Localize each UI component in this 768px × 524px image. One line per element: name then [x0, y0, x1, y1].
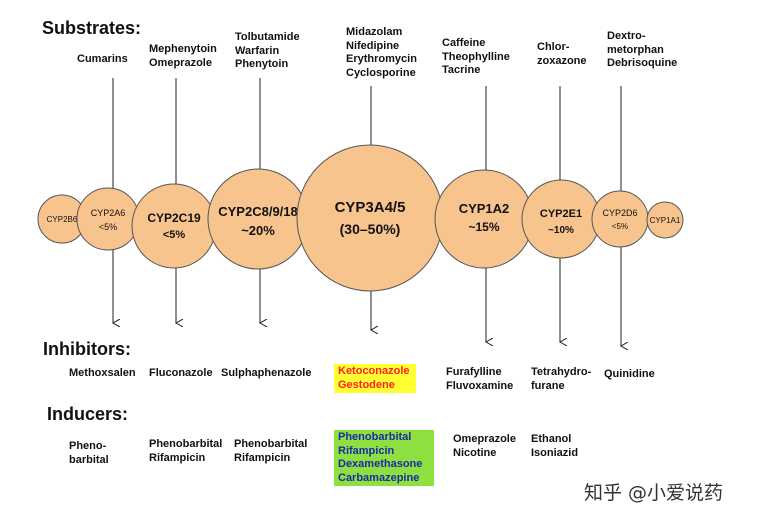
enzyme-name: CYP2A6	[91, 208, 126, 218]
enzyme-share: <5%	[163, 229, 186, 241]
substrate-item: Theophylline	[442, 50, 510, 63]
substrate-list-cyp2c8: Tolbutamide Warfarin Phenytoin	[235, 31, 300, 72]
substrate-item: Dextro-	[607, 30, 646, 42]
inhibitor-list-cyp1a2: Furafylline Fluvoxamine	[446, 366, 513, 393]
inducer-list-cyp2e1: Ethanol Isoniazid	[531, 433, 578, 460]
inhibitor-item: Sulphaphenazole	[221, 367, 312, 379]
inducer-item: Rifampicin	[149, 451, 206, 464]
substrate-item: Tacrine	[442, 64, 481, 76]
inhibitor-list-cyp3a4: Ketoconazole Gestodene	[334, 364, 416, 393]
substrate-list-cyp1a2: Caffeine Theophylline Tacrine	[442, 37, 510, 78]
enzyme-share: <5%	[99, 222, 117, 232]
substrates-heading: Substrates:	[42, 18, 142, 38]
inhibitor-list-cyp2d6: Quinidine	[604, 368, 655, 382]
enzyme-share: (30–50%)	[340, 221, 401, 237]
substrate-list-cyp2c19: Mephenytoin Omeprazole	[149, 43, 217, 70]
substrate-item: Mephenytoin	[149, 43, 217, 55]
substrate-item: Phenytoin	[235, 58, 289, 70]
watermark-text: 知乎 @小爱说药	[584, 482, 724, 504]
enzyme-share: ~10%	[548, 225, 574, 236]
substrate-item: Caffeine	[442, 37, 486, 49]
substrate-item: Erythromycin	[346, 53, 417, 65]
inducer-item: Rifampicin	[338, 444, 395, 457]
enzyme-name: CYP2D6	[602, 208, 637, 218]
inducer-item: Nicotine	[453, 446, 497, 459]
enzyme-circle-cyp2d6	[591, 190, 649, 248]
inducer-item: Omeprazole	[453, 433, 516, 445]
inducer-item: Phenobarbital	[149, 438, 223, 450]
substrate-item: metorphan	[607, 43, 664, 56]
inducer-item: Ethanol	[531, 433, 572, 445]
inducer-item: barbital	[69, 453, 109, 466]
substrate-item: zoxazone	[537, 54, 587, 67]
inhibitor-list-cyp2c8: Sulphaphenazole	[221, 367, 311, 381]
enzyme-name: CYP1A1	[650, 216, 681, 225]
inducer-list-cyp2a6: Pheno- barbital	[69, 440, 109, 467]
inducers-heading: Inducers:	[47, 404, 129, 424]
enzyme-circle-cyp1a1	[646, 201, 684, 239]
inducer-list-cyp2c19: Phenobarbital Rifampicin	[149, 438, 222, 465]
inhibitor-item: Fluvoxamine	[446, 379, 514, 392]
enzyme-circle-cyp3a4-5	[296, 144, 444, 292]
substrate-item: Tolbutamide	[235, 31, 300, 43]
enzyme-circle-cyp2c8-9-18	[207, 168, 309, 270]
enzyme-name: CYP2C8/9/18	[218, 204, 298, 219]
inhibitor-item: Ketoconazole	[338, 365, 410, 377]
substrate-item: Warfarin	[235, 44, 280, 57]
inhibitor-list-cyp2e1: Tetrahydro- furane	[531, 366, 591, 393]
enzyme-share: <5%	[612, 222, 628, 231]
enzyme-circle-cyp1a2	[434, 169, 534, 269]
inhibitor-list-cyp2c19: Fluconazole	[149, 367, 213, 381]
inducer-item: Phenobarbital	[234, 438, 308, 450]
enzyme-share: ~20%	[241, 223, 275, 238]
inducer-list-cyp3a4: Phenobarbital Rifampicin Dexamethasone C…	[334, 430, 434, 486]
substrate-item: Midazolam	[346, 26, 403, 38]
substrate-item: Cumarins	[77, 53, 128, 65]
substrate-item: Nifedipine	[346, 39, 400, 52]
inducer-item: Phenobarbital	[338, 431, 412, 443]
inhibitor-item: Tetrahydro-	[531, 366, 592, 378]
inducer-item: Isoniazid	[531, 446, 579, 459]
inhibitor-item: Gestodene	[338, 378, 395, 391]
inducer-item: Rifampicin	[234, 451, 291, 464]
substrate-item: Cyclosporine	[346, 66, 416, 79]
enzyme-name: CYP2E1	[540, 208, 582, 220]
substrate-list-cyp3a4: Midazolam Nifedipine Erythromycin Cyclos…	[346, 26, 417, 80]
inducer-item: Carbamazepine	[338, 471, 420, 484]
inhibitor-item: furane	[531, 379, 565, 392]
enzyme-name: CYP1A2	[459, 201, 510, 216]
inducer-item: Dexamethasone	[338, 458, 423, 470]
substrate-list-cyp2e1: Chlor- zoxazone	[537, 41, 587, 68]
substrate-item: Chlor-	[537, 41, 570, 53]
inhibitor-list-cyp2a6: Methoxsalen	[69, 367, 136, 381]
enzyme-name: CYP2B6	[47, 215, 78, 224]
inhibitors-heading: Inhibitors:	[43, 339, 131, 359]
inhibitor-item: Fluconazole	[149, 367, 213, 379]
enzyme-circle-cyp2a6	[76, 187, 140, 251]
inhibitor-item: Methoxsalen	[69, 367, 136, 379]
substrate-list-cyp2a6: Cumarins	[77, 53, 128, 67]
enzyme-circle-cyp2c19	[131, 183, 217, 269]
enzyme-name: CYP2C19	[147, 211, 201, 225]
inducer-list-cyp2c8: Phenobarbital Rifampicin	[234, 438, 307, 465]
inhibitor-item: Quinidine	[604, 368, 655, 380]
enzyme-share: ~15%	[468, 220, 499, 234]
inducer-item: Pheno-	[69, 440, 107, 452]
inhibitor-item: Furafylline	[446, 366, 502, 378]
inducer-list-cyp1a2: Omeprazole Nicotine	[453, 433, 516, 460]
substrate-item: Debrisoquine	[607, 57, 678, 69]
enzyme-name: CYP3A4/5	[335, 199, 406, 216]
substrate-list-cyp2d6: Dextro- metorphan Debrisoquine	[607, 30, 677, 71]
substrate-item: Omeprazole	[149, 56, 212, 69]
